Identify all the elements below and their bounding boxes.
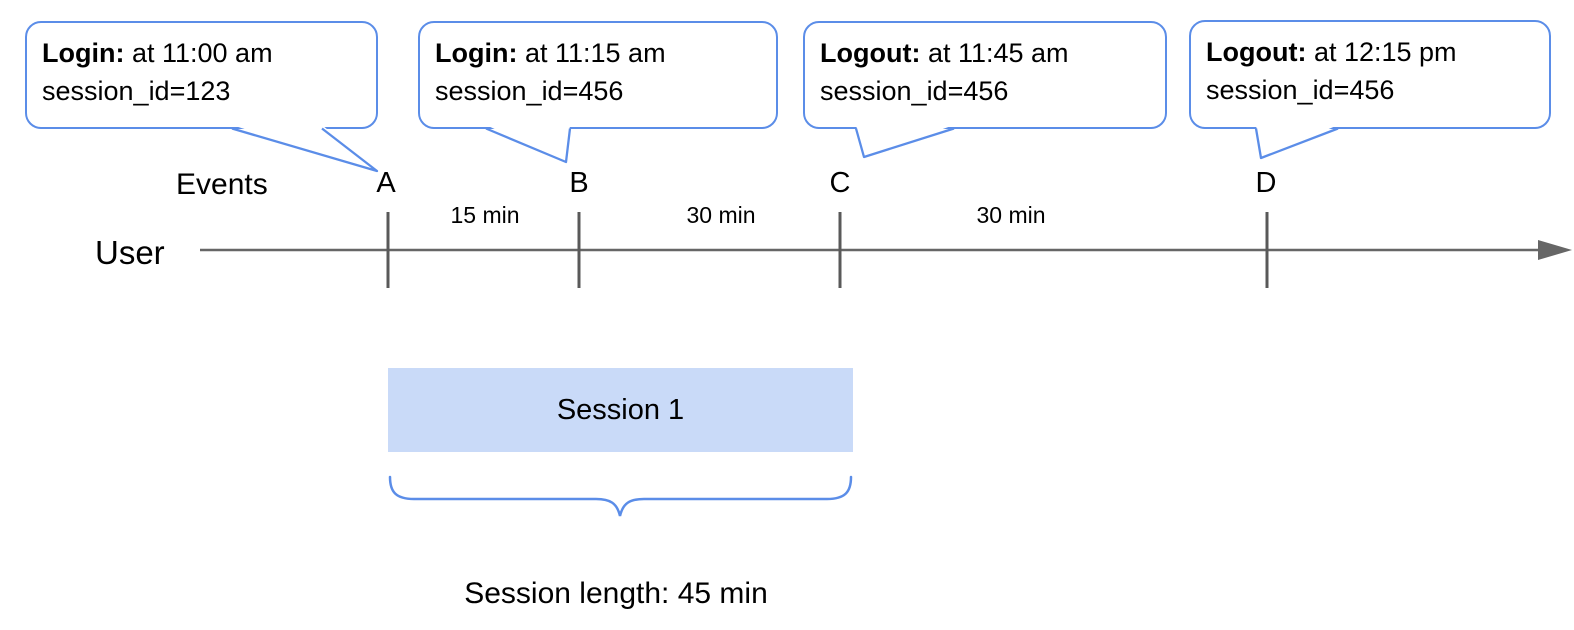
callout-login-b: Login: at 11:15 am session_id=456: [418, 21, 778, 129]
interval-label-cd: 30 min: [976, 202, 1046, 228]
callout-session-id: session_id=456: [435, 76, 624, 106]
event-letter-b: B: [569, 167, 589, 199]
callout-line1: Logout: at 12:15 pm: [1206, 33, 1534, 71]
callout-tail-c: [854, 125, 955, 159]
callout-event-type: Login:: [435, 38, 518, 68]
callout-logout-d: Logout: at 12:15 pm session_id=456: [1189, 20, 1551, 129]
callout-logout-c: Logout: at 11:45 am session_id=456: [803, 21, 1167, 129]
callout-login-a: Login: at 11:00 am session_id=123: [25, 21, 378, 129]
callout-tail-a: [231, 125, 379, 173]
callout-tail-b: [485, 125, 572, 164]
callout-line1: Login: at 11:00 am: [42, 34, 361, 72]
session-length-brace: [388, 475, 853, 517]
callout-event-type: Logout:: [820, 38, 921, 68]
event-letter-a: A: [376, 167, 396, 199]
interval-label-bc: 30 min: [686, 202, 756, 228]
callout-session-id: session_id=456: [1206, 75, 1395, 105]
callout-event-type: Logout:: [1206, 37, 1307, 67]
session-length-caption: Session length: 45 min: [464, 577, 768, 610]
callout-tail-d: [1254, 125, 1339, 160]
callout-event-time: at 11:15 am: [517, 38, 666, 68]
timeline-arrowhead-icon: [1538, 240, 1572, 260]
callout-line1: Login: at 11:15 am: [435, 34, 761, 72]
session-1-label: Session 1: [556, 393, 685, 426]
session-1-bar: Session 1: [388, 368, 853, 452]
callout-event-time: at 12:15 pm: [1306, 37, 1457, 67]
user-row-label: User: [95, 234, 165, 271]
callout-line1: Logout: at 11:45 am: [820, 34, 1150, 72]
callout-session-id: session_id=456: [820, 76, 1009, 106]
callout-event-time: at 11:00 am: [124, 38, 273, 68]
event-letter-c: C: [829, 167, 851, 199]
callout-event-time: at 11:45 am: [920, 38, 1069, 68]
callout-event-type: Login:: [42, 38, 125, 68]
interval-label-ab: 15 min: [450, 202, 520, 228]
events-axis-label: Events: [176, 168, 268, 201]
event-letter-d: D: [1255, 167, 1277, 199]
callout-session-id: session_id=123: [42, 76, 231, 106]
